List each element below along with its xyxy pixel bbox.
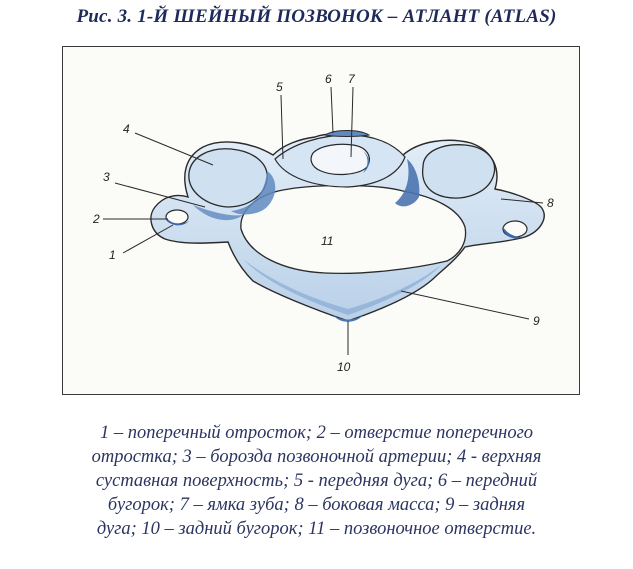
right-articular-facet (421, 144, 496, 199)
label-7: 7 (348, 72, 356, 86)
left-foramen-shade (166, 217, 189, 226)
atlas-illustration: 1 2 3 4 5 6 7 8 9 10 11 (62, 46, 580, 395)
caption-line-5: дуга; 10 – задний бугорок; 11 – позвоноч… (96, 519, 537, 539)
label-10: 10 (337, 360, 351, 374)
dens-facet-shadow (363, 151, 369, 173)
label-2: 2 (92, 212, 100, 226)
figure-caption: 1 – поперечный отросток; 2 – отверстие п… (16, 421, 617, 541)
label-8: 8 (547, 196, 554, 210)
anterior-tubercle (323, 130, 371, 137)
vertebral-artery-groove (193, 205, 243, 221)
label-6: 6 (325, 72, 332, 86)
label-1: 1 (109, 248, 116, 262)
label-9: 9 (533, 314, 540, 328)
caption-line-2: отростка; 3 – борозда позвоночной артери… (91, 447, 542, 467)
leader-lines (103, 86, 544, 355)
posterior-arch-shade (243, 259, 441, 315)
posterior-tubercle (333, 315, 363, 322)
right-facet-shadow (395, 159, 420, 207)
dens-facet (310, 143, 370, 176)
right-foramen-shade (503, 227, 523, 239)
atlas-vertebra-drawing: 1 2 3 4 5 6 7 8 9 10 11 (92, 72, 554, 374)
vertebral-foramen (240, 184, 467, 275)
label-5: 5 (276, 80, 283, 94)
caption-line-3: суставная поверхность; 5 - передняя дуга… (95, 471, 538, 491)
label-4: 4 (123, 122, 130, 136)
figure-title: Рис. 3. 1-Й ШЕЙНЫЙ ПОЗВОНОК – АТЛАНТ (AT… (76, 6, 557, 27)
caption-line-4: бугорок; 7 – ямка зуба; 8 – боковая масс… (107, 495, 526, 515)
label-11: 11 (321, 234, 333, 248)
left-facet-shadow (231, 171, 276, 215)
label-3: 3 (103, 170, 110, 184)
caption-line-1: 1 – поперечный отросток; 2 – отверстие п… (99, 423, 534, 443)
